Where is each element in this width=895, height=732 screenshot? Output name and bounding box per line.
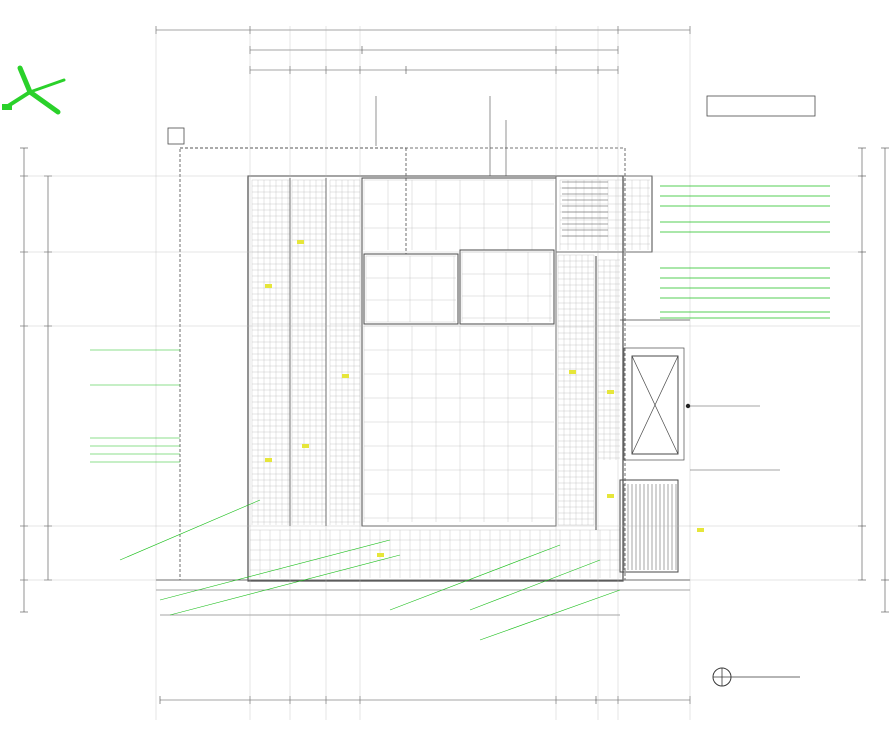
tile-grid-column-right (557, 254, 595, 526)
elevator-shaft (631, 355, 679, 455)
annotation-leader (169, 554, 401, 616)
elevator-enclosure (623, 347, 685, 461)
section-circle-icon (712, 667, 800, 687)
level-marker (697, 528, 704, 532)
north-arrow-icon (2, 65, 66, 115)
level-marker (302, 444, 309, 448)
annotation-leader (469, 559, 601, 611)
upper-right-room (459, 249, 555, 325)
tile-grid-upper-room (363, 179, 554, 250)
level-marker (607, 390, 614, 394)
upper-left-room (363, 253, 459, 325)
level-marker (297, 240, 304, 244)
level-marker (265, 458, 272, 462)
annotation-leader (389, 544, 561, 611)
dimension-right-2 (881, 147, 889, 613)
dimension-line-layer (20, 26, 889, 720)
column-marker (167, 127, 185, 145)
stair-upper-right (562, 181, 608, 237)
annotation-leader (119, 499, 261, 561)
annotation-leader (479, 589, 621, 641)
annotation-leader (159, 539, 391, 601)
tile-grid-main-room (363, 325, 554, 522)
level-marker (569, 370, 576, 374)
level-marker-layer (265, 240, 704, 557)
elevator-cross (631, 355, 679, 455)
annotation-leader-layer (90, 96, 830, 641)
tile-grid-column-3 (329, 179, 361, 525)
tile-grid-column-1 (251, 179, 290, 525)
level-marker (607, 494, 614, 498)
level-marker (342, 374, 349, 378)
level-marker (265, 284, 272, 288)
level-marker (377, 553, 384, 557)
tile-grid-layer (249, 179, 650, 578)
dimension-right-1 (858, 147, 866, 581)
elevator-point-marker (685, 403, 691, 409)
tile-grid-upper-left (365, 255, 456, 323)
tile-grid-corridor (249, 529, 621, 578)
drawing-title-box (706, 95, 816, 117)
